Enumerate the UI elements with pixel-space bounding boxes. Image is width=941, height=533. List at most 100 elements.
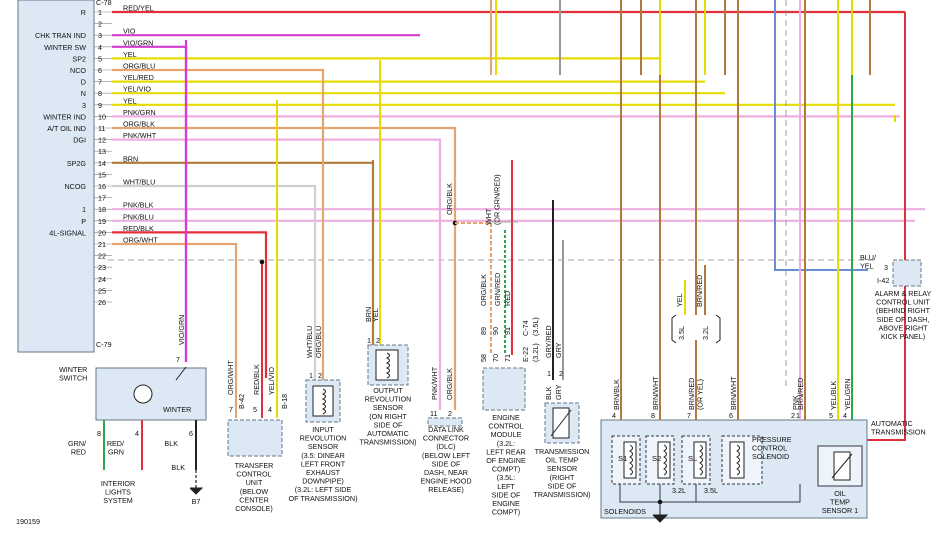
- tcu-wire-label: ORG/WHT: [226, 360, 235, 395]
- ecu-wire-label: YEL/RED: [123, 73, 154, 82]
- tcu-connector2: B-18: [280, 394, 289, 409]
- ecu-wire-label: WHT/BLU: [123, 178, 155, 187]
- winter-switch-lamp-icon: [133, 384, 153, 404]
- pressure-label: SOLENOID: [752, 452, 789, 461]
- at-pin: 5: [829, 411, 833, 420]
- ecu-pin-name: 3: [82, 101, 86, 110]
- ecu-pin-number: 6: [98, 66, 102, 75]
- ecu-wire-label: VIO: [123, 27, 136, 36]
- input-rev-name: (3.2L: LEFT SIDE: [295, 485, 352, 494]
- ecm-connector-b-note: (3.2L): [531, 343, 540, 362]
- ecu-pin-name: R: [81, 8, 86, 17]
- red-yel-wire-loop: [860, 12, 906, 441]
- solenoids-label: SOLENOIDS: [604, 507, 646, 516]
- ecu-wire-label: PNK/WHT: [123, 131, 157, 140]
- ecu-pin-number: 12: [98, 136, 106, 145]
- dlc-wire-label: PNK/WHT: [430, 366, 439, 400]
- winter-switch-wire-bottom: GRN/: [68, 439, 86, 448]
- input-rev-wire-label: ORG/BLU: [314, 326, 323, 358]
- oil-temp-wire-top-label: GRY/RED: [544, 325, 553, 358]
- at-wire-label: YEL/BLK: [829, 381, 838, 410]
- dlc-name: CONNECTOR: [423, 434, 469, 443]
- dlc-name: ENGINE HOOD: [420, 477, 471, 486]
- oil-temp1-label: SENSOR 1: [822, 506, 858, 515]
- alarm-pin: 3: [884, 263, 888, 272]
- winter-switch-wire-label: VIO/GRN: [177, 315, 186, 345]
- ecu-pin-name: NCO: [70, 66, 86, 75]
- winter-switch-pin-bottom: 6: [189, 429, 193, 438]
- ecu-pin-number: 22: [98, 252, 106, 261]
- ecu-wire-label: PNK/GRN: [123, 108, 156, 117]
- oil-temp-name: TRANSMISSION: [535, 447, 590, 456]
- dlc-pin: 11: [430, 409, 437, 418]
- solenoid-label: S2: [652, 454, 661, 463]
- ecu-pin-number: 10: [98, 112, 106, 121]
- ecu-wire-label: YEL: [123, 96, 137, 105]
- ecu-pin-number: 13: [98, 147, 106, 156]
- ecu-pin-name: SP2: [72, 54, 86, 63]
- ecu-pin-number: 2: [98, 20, 102, 29]
- tcu-name: CENTER: [239, 495, 269, 504]
- output-rev-wire-label: YEL: [371, 308, 380, 322]
- tcu-name: CONTROL: [236, 470, 271, 479]
- oil-temp-name: OIL TEMP: [545, 456, 578, 465]
- ecm-name: (3.5L:: [497, 473, 515, 482]
- ecm-name: ENGINE: [492, 413, 520, 422]
- oil-temp1-arrow-icon: [831, 453, 853, 479]
- input-rev-name: EXHAUST: [306, 468, 341, 477]
- output-rev-name: OUTPUT: [373, 386, 403, 395]
- at-pin: 4: [612, 411, 616, 420]
- at-pin: 8: [651, 411, 655, 420]
- tcu-pin: 4: [268, 405, 272, 414]
- ecu-pin-name: CHK TRAN IND: [35, 31, 86, 40]
- ecu-pin-name: 1: [82, 205, 86, 214]
- solenoid-label: SL: [688, 454, 697, 463]
- ecu-pin-number: 20: [98, 228, 106, 237]
- ecu-pin-number: 8: [98, 89, 102, 98]
- ecu-pin-number: 23: [98, 263, 106, 272]
- output-rev-coil-icon-winding: [385, 352, 390, 379]
- input-rev-pin: 2: [318, 371, 322, 380]
- at-pin: 4: [843, 411, 847, 420]
- ecu-pin-name: 4L-SIGNAL: [49, 228, 86, 237]
- input-rev-coil-icon: [312, 385, 334, 417]
- tcu-pin: 5: [253, 405, 257, 414]
- dlc-name: SIDE OF: [432, 459, 461, 468]
- interior-lights-label: LIGHTS: [105, 488, 131, 497]
- ecu-wire-label: VIO/GRN: [123, 38, 153, 47]
- solenoid-label: S1: [618, 454, 627, 463]
- input-rev-name: DOWNPIPE): [302, 477, 344, 486]
- at-wire-label: BRN/WHT: [651, 376, 660, 410]
- ecu-wire-label: RED/YEL: [123, 4, 154, 13]
- ecu-wire-label: ORG/WHT: [123, 236, 158, 245]
- oil-temp1-label: TEMP: [830, 498, 850, 507]
- ecm-name: ENGINE: [492, 499, 520, 508]
- winter-switch-name: SWITCH: [59, 374, 87, 383]
- output-rev-wire-label: BRN: [364, 307, 373, 322]
- ecu-pin-name: D: [81, 78, 86, 87]
- at-wire-label: PNK: [791, 395, 800, 410]
- ecm-name: COMPT): [492, 465, 520, 474]
- pressure-coil-icon: [729, 441, 745, 479]
- ecu-wire-label: PNK/BLK: [123, 201, 154, 210]
- at-wire-label: YEL/GRN: [843, 378, 852, 410]
- ecm-name: COMPT): [492, 508, 520, 517]
- winter-switch-ground-ref: B7: [192, 497, 201, 506]
- at-wire-label: BRN/BLK: [612, 379, 621, 410]
- ecu-connector-top: C-78: [96, 0, 112, 7]
- winter-switch-wire-bottom: RED/: [107, 439, 124, 448]
- ecm-wht-label: WHT: [484, 208, 493, 225]
- ecu-wire-label: PNK/BLU: [123, 212, 154, 221]
- at-pin: 6: [729, 411, 733, 420]
- winter-switch-wire-bottom: RED: [71, 448, 86, 457]
- output-rev-name: REVOLUTION: [365, 395, 412, 404]
- ecm-name: LEFT: [497, 482, 515, 491]
- ecm-pin-top: 90: [491, 327, 500, 335]
- ecm-pin-bottom: 58: [479, 354, 488, 362]
- at-wire-label: (OR YEL): [695, 379, 704, 410]
- at-pin: 2: [791, 411, 795, 420]
- at-wire-label: BRN/RED: [687, 378, 696, 410]
- at-wire-label: BRN/WHT: [729, 376, 738, 410]
- input-rev-wire-label: WHT/BLU: [305, 326, 314, 358]
